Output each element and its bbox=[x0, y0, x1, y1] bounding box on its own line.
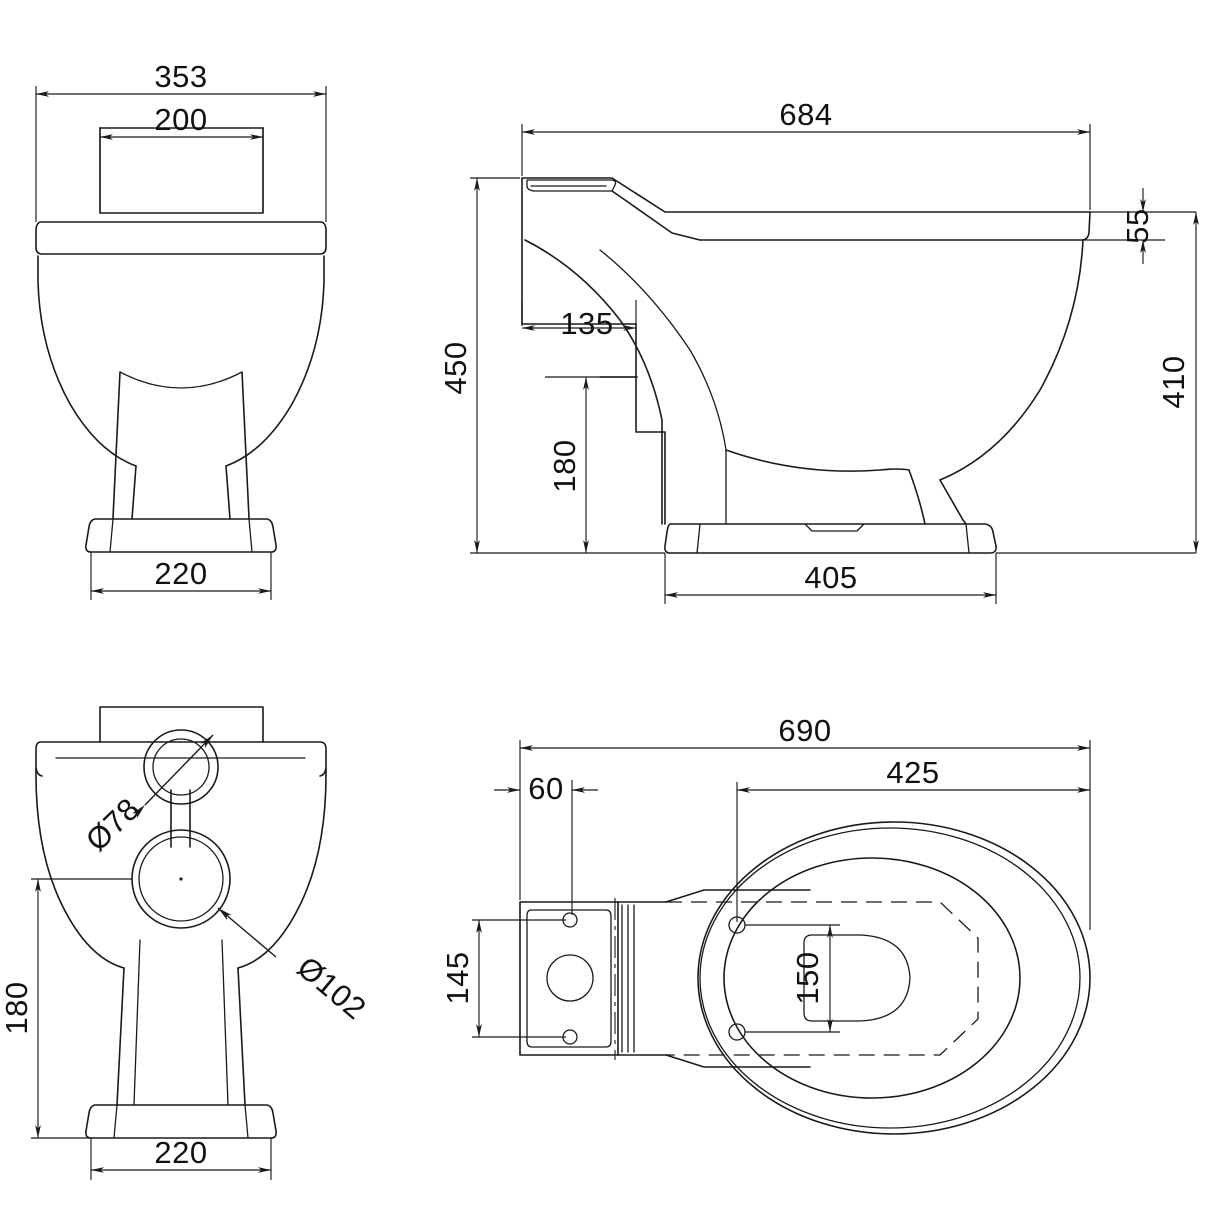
side-foot-inner-right bbox=[965, 523, 970, 554]
side-rear-body-curve bbox=[524, 239, 663, 525]
dim-label-135: 135 bbox=[560, 306, 613, 341]
front-bowl-body bbox=[37, 255, 325, 467]
dim-label-684: 684 bbox=[779, 97, 832, 132]
front-foot-inner-left bbox=[109, 518, 114, 553]
dim-label-d78: Ø78 bbox=[79, 791, 147, 858]
side-rim-step bbox=[611, 190, 701, 241]
plan-rear-flange-plate bbox=[519, 901, 619, 1056]
dim-label-405: 405 bbox=[804, 560, 857, 595]
side-pedestal-waist bbox=[725, 449, 910, 472]
dim-label-rear-220: 220 bbox=[154, 1135, 207, 1170]
dim-label-60: 60 bbox=[528, 771, 563, 806]
dim-label-150: 150 bbox=[790, 951, 825, 1004]
view-rear-elevation: Ø78 Ø102 180 220 bbox=[0, 706, 373, 1180]
rear-cistern-block bbox=[99, 706, 264, 743]
plan-rear-flange-inner bbox=[526, 909, 612, 1048]
front-pedestal-top-curve bbox=[119, 371, 243, 389]
plan-bowl-aperture bbox=[803, 934, 911, 1022]
dim-label-450: 450 bbox=[438, 341, 473, 394]
rear-foot-inner-right bbox=[244, 1104, 249, 1139]
plan-waste-opening bbox=[546, 954, 594, 1002]
dim-label-180-side: 180 bbox=[547, 439, 582, 492]
front-cistern-lid bbox=[99, 127, 264, 214]
side-top-profile bbox=[521, 177, 1091, 213]
rear-outlet-centre-mark bbox=[179, 877, 183, 881]
dim-label-55: 55 bbox=[1120, 208, 1155, 243]
front-rim-band bbox=[35, 221, 327, 255]
side-foot-plinth bbox=[664, 523, 997, 554]
rear-pedestal-inner-left bbox=[133, 939, 141, 1106]
plan-hidden-body-outline bbox=[666, 901, 979, 1056]
rear-foot-inner-left bbox=[113, 1104, 118, 1139]
plan-seat-outer bbox=[697, 821, 1091, 1135]
dim-label-200: 200 bbox=[154, 102, 207, 137]
leader-d102 bbox=[217, 907, 277, 958]
front-pedestal-right bbox=[241, 371, 250, 519]
rear-bowl-left bbox=[35, 767, 125, 969]
side-bowl-underside bbox=[939, 239, 1084, 481]
dim-label-690: 690 bbox=[778, 713, 831, 748]
dim-label-145: 145 bbox=[440, 951, 475, 1004]
rear-outlet-bore-inner bbox=[138, 836, 224, 922]
side-outlet-block bbox=[635, 376, 666, 525]
plan-body-rear-outline bbox=[665, 889, 811, 1068]
side-foot-notch bbox=[804, 523, 865, 532]
leader-d78 bbox=[132, 734, 214, 819]
view-front-elevation: 353 200 220 bbox=[35, 59, 327, 600]
dim-label-220: 220 bbox=[154, 556, 207, 591]
side-pedestal-right-inner bbox=[908, 469, 926, 525]
dim-label-rear-180: 180 bbox=[0, 981, 34, 1034]
dim-label-353: 353 bbox=[154, 59, 207, 94]
side-pedestal-right-outer bbox=[939, 479, 967, 525]
view-plan-top: 690 425 60 145 150 bbox=[440, 713, 1091, 1135]
rear-pedestal-inner-right bbox=[221, 939, 229, 1106]
rear-rim-band bbox=[35, 741, 327, 777]
rear-pedestal-left bbox=[116, 967, 125, 1106]
plan-bowl-rim bbox=[723, 857, 1021, 1099]
front-foot-plinth bbox=[85, 518, 277, 553]
front-skirt-right bbox=[225, 465, 231, 520]
dim-label-d102: Ø102 bbox=[291, 950, 373, 1027]
front-pedestal-left bbox=[112, 371, 121, 519]
plan-seat-outer-2 bbox=[699, 827, 1081, 1129]
side-rim-riser bbox=[1082, 211, 1091, 241]
dim-label-410: 410 bbox=[1156, 355, 1191, 408]
view-side-elevation: 684 55 410 450 135 180 405 bbox=[438, 97, 1199, 604]
side-foot-inner-left bbox=[696, 523, 701, 554]
side-rear-inner-curve bbox=[599, 249, 727, 525]
front-skirt-left bbox=[131, 465, 137, 520]
dim-label-425: 425 bbox=[886, 755, 939, 790]
rear-pedestal-right bbox=[237, 967, 246, 1106]
front-foot-inner-right bbox=[248, 518, 253, 553]
rear-bowl-right bbox=[237, 767, 327, 969]
